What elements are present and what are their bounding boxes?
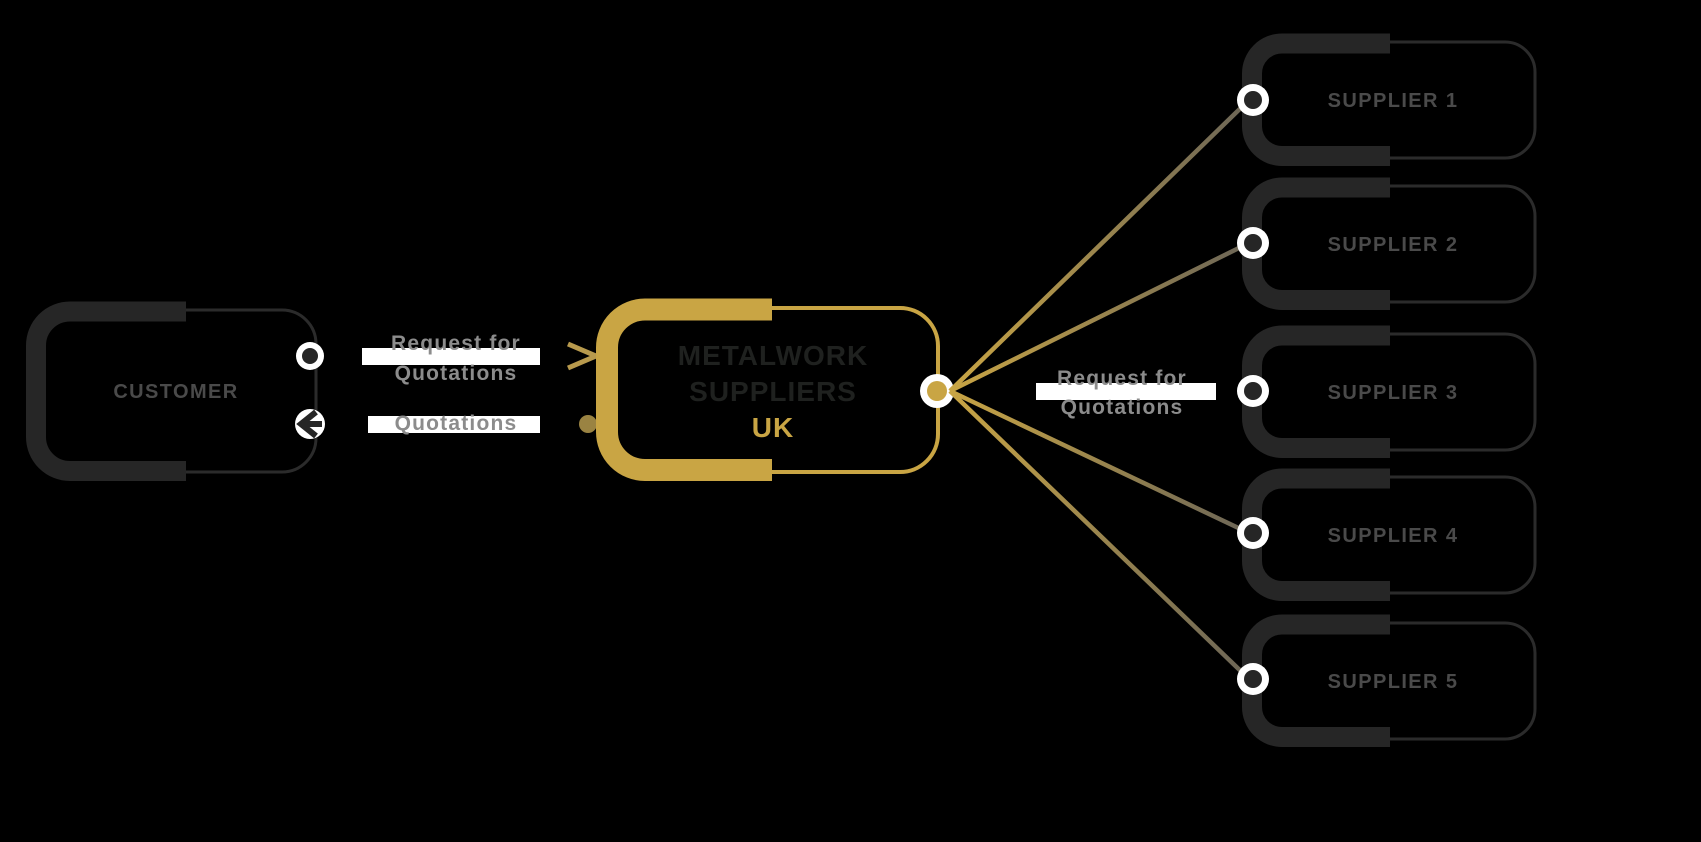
flow-customer-to-hub: Request for Quotations — [322, 332, 603, 385]
hub-box-accent — [596, 298, 772, 481]
flow-label-backing — [362, 348, 540, 365]
hub-title-line3: UK — [752, 412, 794, 443]
port-ring-inner — [302, 348, 318, 364]
supplier-label: SUPPLIER 3 — [1328, 382, 1459, 404]
supplier-label: SUPPLIER 2 — [1328, 234, 1459, 256]
flow-label-line2: Quotations — [395, 362, 518, 385]
hub-title-line2: SUPPLIERS — [689, 376, 857, 407]
supplier-label: SUPPLIER 1 — [1328, 90, 1459, 112]
hub-title-line1: METALWORK — [678, 340, 868, 371]
customer-label: CUSTOMER — [113, 381, 238, 403]
supplier-port-dot — [1244, 524, 1262, 542]
arrow-left-icon — [296, 409, 322, 439]
supplier-port-dot — [1244, 670, 1262, 688]
supplier-port-dot — [1244, 234, 1262, 252]
connector-supplier-2 — [949, 240, 1250, 394]
supplier-label: SUPPLIER 5 — [1328, 671, 1459, 693]
port-ring-inner — [927, 381, 947, 401]
connector-supplier-4 — [949, 388, 1250, 536]
supplier-box-1[interactable]: SUPPLIER 1 — [1237, 33, 1537, 166]
flow-label-backing — [1036, 383, 1216, 400]
flow-label-line1: Request for — [1057, 367, 1187, 390]
supplier-port-dot — [1244, 91, 1262, 109]
flow-hub-to-customer: Quotations — [326, 412, 597, 435]
flow-hub-to-suppliers: Request for Quotations — [1036, 367, 1216, 419]
flow-label-backing — [368, 416, 540, 433]
customer-box-accent — [26, 301, 186, 481]
flow-label-line1: Request for — [391, 332, 521, 355]
customer-in-port[interactable] — [295, 409, 325, 439]
supplier-port-dot — [1244, 382, 1262, 400]
supplier-label: SUPPLIER 4 — [1328, 525, 1459, 547]
flow-label-line2: Quotations — [1061, 396, 1184, 419]
supplier-box-4[interactable]: SUPPLIER 4 — [1237, 468, 1537, 601]
customer-out-port[interactable] — [296, 342, 324, 370]
hub-out-port[interactable] — [920, 374, 954, 408]
connector-supplier-5 — [948, 389, 1251, 681]
connector-supplier-1 — [948, 98, 1251, 393]
flow-source-dot — [579, 415, 597, 433]
customer-box[interactable]: CUSTOMER — [26, 301, 318, 481]
flow-label-line1: Quotations — [395, 412, 518, 435]
hub-box[interactable]: METALWORK SUPPLIERS UK — [596, 298, 940, 481]
supplier-box-3[interactable]: SUPPLIER 3 — [1237, 325, 1537, 458]
supplier-box-2[interactable]: SUPPLIER 2 — [1237, 177, 1537, 310]
supplier-box-5[interactable]: SUPPLIER 5 — [1237, 614, 1537, 747]
